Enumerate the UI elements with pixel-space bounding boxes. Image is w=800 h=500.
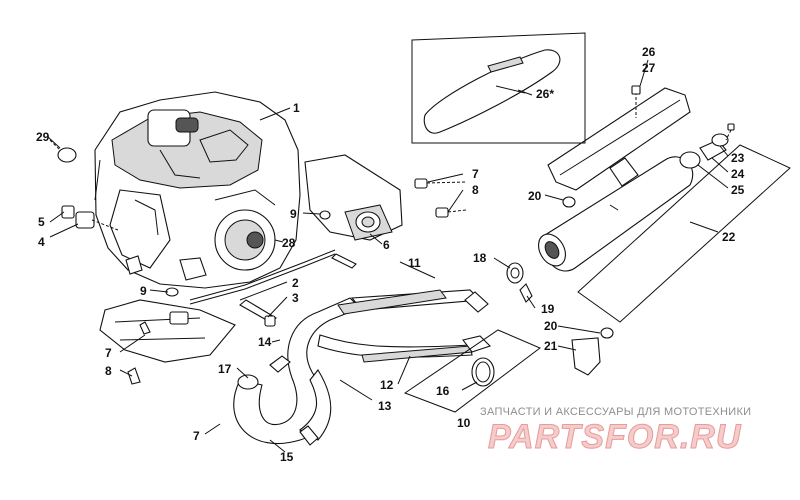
callout-9-lower: 9 (140, 284, 147, 298)
spring-19 (519, 283, 533, 303)
callout-20-upper: 20 (528, 189, 542, 203)
heat-shield-bracket-6 (304, 154, 467, 241)
callout-1: 1 (293, 101, 300, 115)
muffler-22 (538, 156, 694, 272)
callout-2: 2 (292, 276, 299, 290)
bushing-4-5 (61, 205, 119, 231)
callout-7-left: 7 (105, 346, 112, 360)
callout-23: 23 (731, 151, 745, 165)
callout-19: 19 (541, 302, 555, 316)
callout-26-alt: 26* (536, 87, 554, 101)
watermark-subtitle: ЗАПЧАСТИ И АКСЕССУАРЫ ДЛЯ МОТОТЕХНИКИ (480, 406, 751, 418)
callout-9-upper: 9 (290, 207, 297, 221)
left-bracket (99, 299, 236, 385)
callout-12: 12 (380, 378, 394, 392)
callout-27: 27 (642, 61, 656, 75)
callout-11: 11 (408, 256, 421, 270)
heat-shield-26 (547, 85, 691, 191)
bracket-21 (571, 327, 614, 376)
callout-3: 3 (292, 291, 299, 305)
callout-14: 14 (258, 335, 272, 349)
callout-26: 26 (642, 45, 656, 59)
callout-6: 6 (383, 238, 390, 252)
callout-20-lower: 20 (544, 319, 558, 333)
callout-8-upper: 8 (472, 183, 479, 197)
callout-4: 4 (38, 235, 45, 249)
callout-8-left: 8 (105, 364, 112, 378)
callout-15: 15 (280, 450, 294, 464)
callout-29: 29 (36, 130, 50, 144)
inset-box-26-alt (411, 32, 586, 144)
rod-2-bolt-3 (189, 249, 357, 327)
clamp-16 (471, 357, 495, 387)
callout-labels: 1 2 3 4 5 6 7 7 7 8 8 9 9 10 11 12 13 14… (36, 45, 745, 464)
o-ring-29 (49, 139, 77, 163)
callout-24: 24 (731, 167, 745, 181)
callout-22: 22 (722, 230, 736, 244)
callout-7-bottom: 7 (193, 429, 200, 443)
callout-10: 10 (457, 416, 471, 430)
engine-assembly (94, 91, 301, 289)
callout-7-upper: 7 (472, 167, 479, 181)
gasket-18 (506, 262, 524, 284)
outlet-23-24-25 (679, 123, 735, 169)
callout-21: 21 (544, 339, 558, 353)
callout-16: 16 (436, 384, 450, 398)
callout-28: 28 (282, 236, 296, 250)
callout-25: 25 (731, 183, 745, 197)
callout-5: 5 (38, 215, 45, 229)
callout-13: 13 (378, 399, 392, 413)
watermark: ЗАПЧАСТИ И АКСЕССУАРЫ ДЛЯ МОТОТЕХНИКИ PA… (480, 406, 751, 457)
leader-lines (47, 59, 791, 453)
callout-18: 18 (473, 251, 487, 265)
callout-17: 17 (218, 362, 232, 376)
watermark-brand: PARTSFOR.RU (488, 418, 742, 456)
washer-20-upper (562, 196, 576, 208)
